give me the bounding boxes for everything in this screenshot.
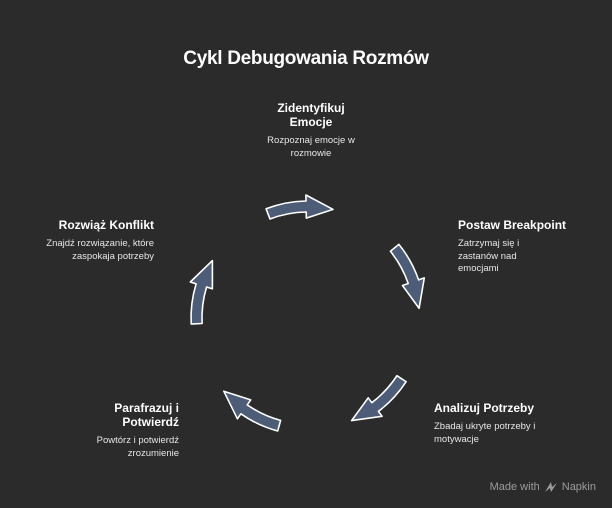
arrow-to-identify — [189, 259, 214, 325]
step-description: Znajdź rozwiązanie, które zaspokaja potr… — [46, 238, 154, 262]
arrow-to-analyze — [389, 243, 426, 310]
step-title: Parafrazuj i Potwierdź — [114, 401, 179, 429]
step-description: Zatrzymaj się i zastanów nad emocjami — [458, 238, 520, 274]
step-title: Postaw Breakpoint — [458, 218, 567, 232]
napkin-logo-icon — [544, 482, 557, 492]
step-title: Zidentyfikuj Emocje — [277, 101, 345, 129]
step-description: Powtórz i potwierdź zrozumienie — [96, 435, 179, 459]
arrow-to-breakpoint — [265, 194, 334, 220]
cycle-arrows — [189, 194, 426, 432]
step-title: Rozwiąż Konflikt — [58, 218, 154, 232]
step-set-breakpoint: Postaw Breakpoint Zatrzymaj się i zastan… — [458, 218, 588, 276]
arrow-to-resolve — [223, 390, 282, 432]
made-with-napkin-watermark: Made with Napkin — [490, 481, 596, 493]
step-identify-emotions: Zidentyfikuj Emocje Rozpoznaj emocje w r… — [236, 101, 386, 160]
watermark-prefix: Made with — [489, 481, 540, 493]
step-resolve-conflict: Rozwiąż Konflikt Znajdź rozwiązanie, któ… — [29, 218, 154, 263]
step-description: Rozpoznaj emocje w rozmowie — [267, 135, 355, 159]
step-description: Zbadaj ukryte potrzeby i motywacje — [434, 421, 536, 445]
arrow-to-paraphrase — [350, 374, 407, 422]
diagram-title: Cykl Debugowania Rozmów — [183, 48, 429, 69]
watermark-brand: Napkin — [561, 481, 596, 493]
step-paraphrase-confirm: Parafrazuj i Potwierdź Powtórz i potwier… — [29, 401, 179, 460]
step-title: Analizuj Potrzeby — [434, 401, 535, 415]
step-analyze-needs: Analizuj Potrzeby Zbadaj ukryte potrzeby… — [434, 401, 574, 446]
